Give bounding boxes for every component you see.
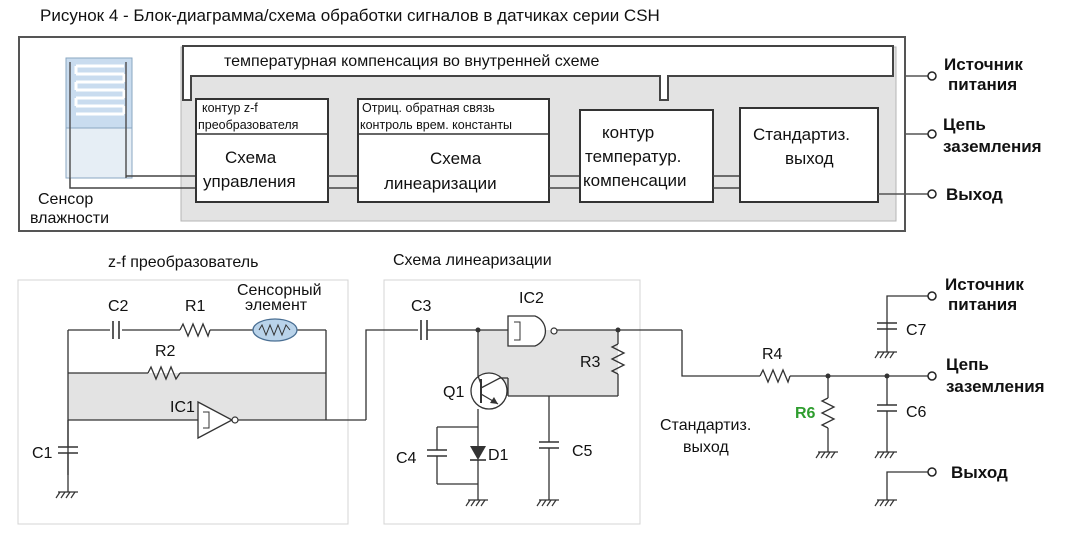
ic1-label: IC1 [170,399,195,416]
power-terminal [927,71,937,81]
control-block [195,98,329,203]
control-top-label: контур z-f [202,101,258,115]
r4-resistor [759,368,791,384]
ic2-gate [507,315,547,347]
sensor-label: Сенсор [38,191,93,208]
linearization-label: Схема [430,149,482,168]
block-diagram: температурная компенсация во внутренней … [18,36,1042,232]
std-output-label: Стандартиз. [660,417,751,434]
linearization-title: Схема линеаризации [393,252,552,269]
std-output-label-2: выход [683,439,729,456]
sensor-element-label-2: элемент [245,297,308,314]
temp-comp-band [182,45,894,101]
r4-label: R4 [762,346,783,363]
r3-resistor [610,343,626,375]
c2-label: C2 [108,298,129,315]
d1-label: D1 [488,447,509,464]
temp-comp-block [579,109,714,203]
ground-terminal [927,129,937,139]
ground-label-2: заземления [943,137,1042,156]
ground-label: Цепь [943,115,986,134]
standardized-output-label: Стандартиз. [753,125,850,144]
c5-label: C5 [572,443,593,460]
control-label: Схема [225,148,277,167]
q1-label: Q1 [443,384,464,401]
r1-resistor [179,322,211,338]
humidity-sensor-icon [65,57,133,179]
ground-symbol [55,491,78,499]
temp-comp-circuit-label-2: температур. [585,147,681,166]
temp-comp-label: температурная компенсация во внутренней … [224,53,600,70]
output-terminal [927,189,937,199]
power-label-2: питания [948,75,1017,94]
circuit-diagram: z-f преобразователь Схема линеаризации C… [17,252,1045,525]
r2-label: R2 [155,343,176,360]
output-terminal-2 [927,467,937,477]
sensor-wire-2 [69,178,196,189]
ground-label-bottom: Цепь [946,355,989,374]
linearization-block [357,98,550,203]
control-label-2: управления [203,172,296,191]
d1-diode [470,446,486,460]
linearization-top-label: Отриц. обратная связь [362,101,495,115]
c7-label: C7 [906,322,927,339]
output-label-bottom: Выход [951,463,1008,482]
zf-feedback-area [68,373,326,420]
linearization-label-2: линеаризации [384,174,497,193]
ground-terminal-2 [927,371,937,381]
sensor-element-label: Сенсорный [237,282,322,299]
power-label: Источник [944,55,1023,74]
figure-title: Рисунок 4 - Блок-диаграмма/схема обработ… [40,6,660,25]
ground-label-bottom-2: заземления [946,377,1045,396]
sensor-element [252,318,298,342]
power-label-bottom-2: питания [948,295,1017,314]
r1-label: R1 [185,298,206,315]
r2-resistor [147,365,181,381]
zf-title: z-f преобразователь [108,254,258,271]
temp-comp-circuit-label-3: компенсации [583,171,687,190]
c4-label: C4 [396,450,417,467]
linearization-top-label-2: контроль врем. константы [360,118,512,132]
output-label: Выход [946,185,1003,204]
r3-label: R3 [580,354,601,371]
temp-comp-circuit-label: контур [602,123,654,142]
standardized-output-label-2: выход [785,149,834,168]
ic1-inverter [197,400,234,440]
sensor-label-2: влажности [30,210,109,227]
c1-label: C1 [32,445,53,462]
power-terminal-2 [927,291,937,301]
control-top-label-2: преобразователя [198,118,298,132]
c3-label: C3 [411,298,432,315]
r6-resistor [820,397,836,429]
c6-label: C6 [906,404,927,421]
standardized-output-block [739,107,879,203]
ic2-label: IC2 [519,290,544,307]
r6-label: R6 [795,405,816,422]
power-label-bottom: Источник [945,275,1024,294]
